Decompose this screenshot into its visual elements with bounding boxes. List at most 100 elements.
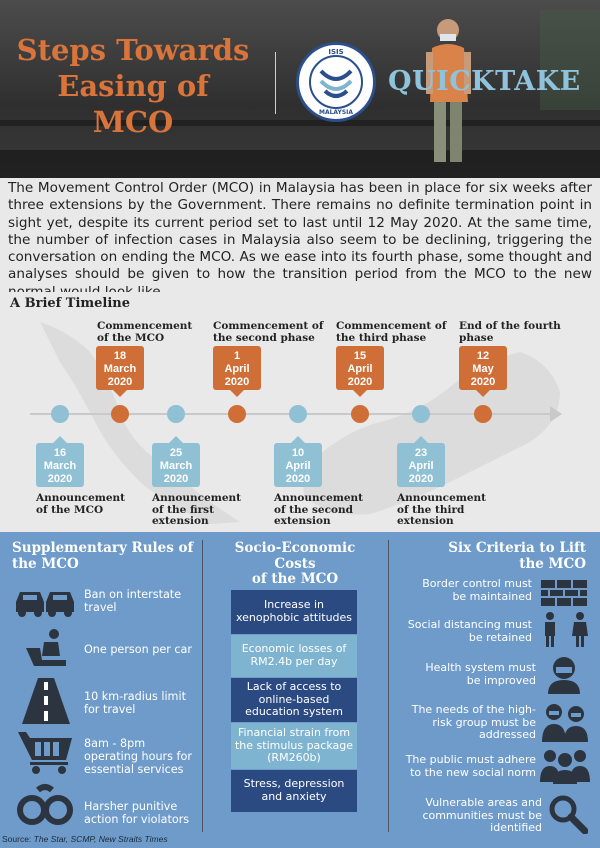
label-line: Announcement xyxy=(397,492,487,504)
column-divider xyxy=(202,540,203,832)
seated-person-icon xyxy=(26,629,66,666)
timeline-top-label: End of the fourth phase xyxy=(459,320,561,344)
title-line: MCO xyxy=(92,105,174,139)
timeline-top-label: Commencement of the second phase xyxy=(213,320,324,344)
header-banner: Steps Towards Easing of MCO ISIS MALAYSI… xyxy=(0,0,600,178)
date-month: March xyxy=(103,363,137,375)
timeline-date-box: 10 April 2020 xyxy=(274,436,322,487)
criterion-line: Social distancing must xyxy=(407,618,532,631)
criterion-line: be improved xyxy=(466,673,536,687)
column-divider xyxy=(388,540,389,832)
timeline-date-box: 25 March 2020 xyxy=(152,436,200,487)
timeline-date-box: 23 April 2020 xyxy=(397,436,445,487)
brick-wall-icon xyxy=(541,580,587,606)
date-year: 2020 xyxy=(408,473,434,485)
label-line: Commencement xyxy=(97,320,193,332)
timeline-dot xyxy=(167,405,185,423)
label-line: of the third xyxy=(397,503,465,516)
rule-line: Harsher punitive xyxy=(84,800,178,813)
page-title: Steps Towards Easing of MCO xyxy=(8,32,258,140)
rule-text: 10 km-radius limit for travel xyxy=(84,690,186,716)
label-line: extension xyxy=(397,515,454,527)
timeline-bottom-label: Announcement of the third extension xyxy=(397,492,487,528)
source-prefix: Source: xyxy=(2,834,34,844)
date-day: 16 xyxy=(53,447,67,459)
rules-heading: Supplementary Rules of the MCO xyxy=(12,540,193,572)
criterion-text: Border control must be maintained xyxy=(396,577,532,603)
date-day: 18 xyxy=(113,350,127,362)
timeline-date-box: 15 April 2020 xyxy=(336,346,384,397)
isis-logo: ISIS MALAYSIA xyxy=(296,42,376,122)
criterion-line: The needs of the high- xyxy=(411,703,536,716)
cost-item: Stress, depression and anxiety xyxy=(231,770,357,812)
timeline-bottom-label: Announcement of the MCO xyxy=(36,492,125,516)
date-day: 1 xyxy=(233,350,241,362)
criterion-line: identified xyxy=(490,821,542,835)
rule-line: for travel xyxy=(84,703,136,716)
label-line: Commencement of xyxy=(213,320,324,332)
source-note: Source: The Star, SCMP, New Straits Time… xyxy=(2,834,168,844)
date-year: 2020 xyxy=(163,473,189,485)
timeline-top-label: Commencement of the MCO xyxy=(97,320,193,344)
rule-text: 8am - 8pm operating hours for essential … xyxy=(84,737,192,776)
logo-emblem xyxy=(309,55,363,109)
rule-line: operating hours for xyxy=(84,750,192,763)
rule-line: travel xyxy=(84,601,117,614)
title-line: Easing of xyxy=(57,69,209,103)
criterion-line: The public must adhere xyxy=(405,753,536,766)
rule-text: One person per car xyxy=(84,643,192,656)
criterion-text: Health system must be improved xyxy=(396,661,536,687)
date-year: 2020 xyxy=(224,376,250,388)
background-floor xyxy=(0,150,600,178)
label-line: Announcement xyxy=(152,492,242,504)
distancing-people-icon xyxy=(545,612,588,647)
timeline-date-box: 12 May 2020 xyxy=(459,346,507,397)
timeline-dot xyxy=(289,405,307,423)
rule-line: One person per car xyxy=(84,643,192,656)
timeline-date-box: 1 April 2020 xyxy=(213,346,261,397)
timeline-top-label: Commencement of the third phase xyxy=(336,320,446,344)
label-line: of the first xyxy=(152,503,214,516)
label-line: the third phase xyxy=(336,331,427,344)
label-line: phase xyxy=(459,331,494,344)
timeline-date-box: 18 March 2020 xyxy=(96,346,144,397)
date-year: 2020 xyxy=(347,376,373,388)
criterion-text: The needs of the high- risk group must b… xyxy=(396,703,536,742)
criterion-line: Vulnerable areas and xyxy=(425,796,542,809)
road-icon xyxy=(22,678,70,724)
rule-line: 8am - 8pm xyxy=(84,737,146,750)
logo-wave-icon xyxy=(319,69,353,98)
logo-top-text: ISIS xyxy=(328,48,344,56)
criterion-line: communities must be xyxy=(422,808,542,822)
label-line: extension xyxy=(274,515,331,527)
malaysia-map-background xyxy=(40,322,560,524)
timeline-bottom-label: Announcement of the second extension xyxy=(274,492,364,528)
date-day: 25 xyxy=(169,447,183,459)
label-line: of the MCO xyxy=(36,503,104,516)
cost-item: Increase in xenophobic attitudes xyxy=(231,590,357,634)
label-line: Announcement xyxy=(274,492,364,504)
date-month: March xyxy=(159,460,193,472)
heading-line: Six Criteria to Lift xyxy=(448,540,586,556)
heading-line: Socio-Economic Costs xyxy=(234,540,356,572)
label-line: End of the fourth xyxy=(459,320,561,332)
date-month: April xyxy=(347,363,373,375)
cars-icon xyxy=(16,592,74,617)
label-line: of the MCO xyxy=(97,331,165,344)
rule-text: Harsher punitive action for violators xyxy=(84,800,189,826)
timeline-dot xyxy=(111,405,129,423)
shopping-cart-icon xyxy=(18,732,72,774)
quicktake-label: QUICKTAKE xyxy=(388,66,581,97)
date-month: May xyxy=(472,363,494,375)
timeline-arrow-icon xyxy=(550,406,562,422)
criterion-line: Health system must xyxy=(425,661,536,674)
date-day: 12 xyxy=(476,350,490,362)
criterion-line: be maintained xyxy=(452,589,532,603)
criterion-text: Social distancing must be retained xyxy=(396,618,532,644)
header-divider xyxy=(275,52,276,114)
date-month: April xyxy=(285,460,311,472)
timeline-dot xyxy=(412,405,430,423)
date-year: 2020 xyxy=(47,473,73,485)
heading-line: the MCO xyxy=(519,555,586,572)
label-line: of the second xyxy=(274,503,353,516)
